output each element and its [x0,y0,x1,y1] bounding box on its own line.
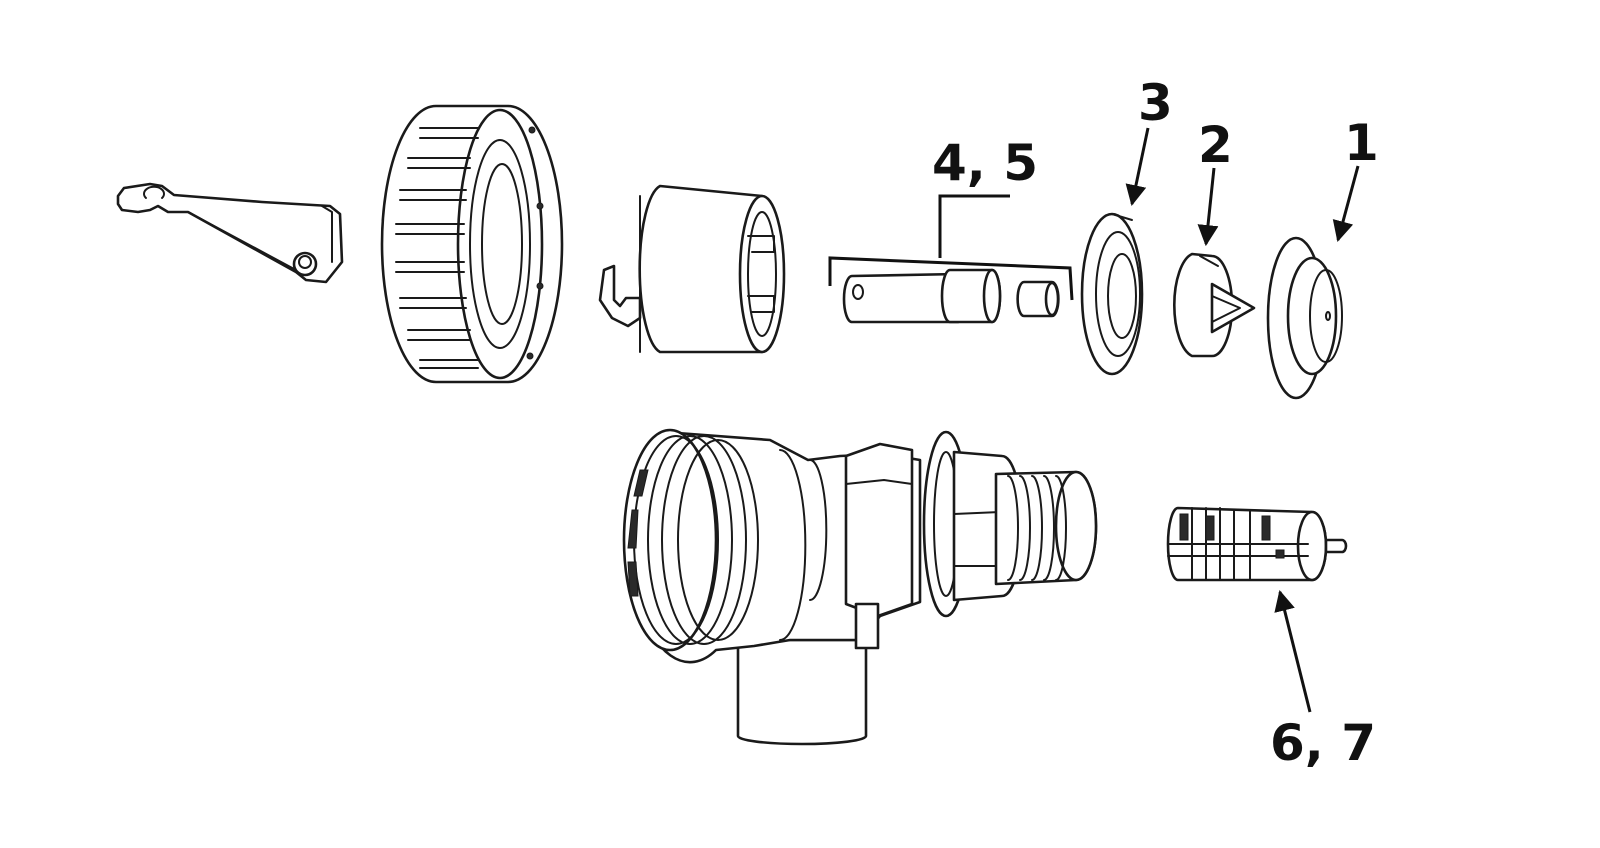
coupling-nut [380,104,564,384]
arrow-parts-6-7 [1274,589,1312,713]
pin-shaft [842,268,1060,324]
pointer-arrows [1125,127,1360,713]
label-part-2: 2 [1198,116,1233,174]
label-part-3: 3 [1138,74,1173,132]
valve-cap [598,184,786,354]
label-parts-6-7: 6, 7 [1270,714,1376,772]
parts-4-5-bracket [828,194,1074,301]
float-arm-lever [116,182,344,284]
arrow-part-3 [1125,127,1150,207]
washer-ring [1080,212,1144,376]
filter-cartridge [1166,506,1348,582]
arrow-part-1 [1332,165,1360,243]
main-valve-body [622,428,1098,746]
arrow-part-2 [1197,167,1219,247]
label-parts-4-5: 4, 5 [932,134,1038,192]
valve-plug [1266,236,1343,400]
label-part-1: 1 [1344,114,1379,172]
conical-seal [1172,252,1256,358]
